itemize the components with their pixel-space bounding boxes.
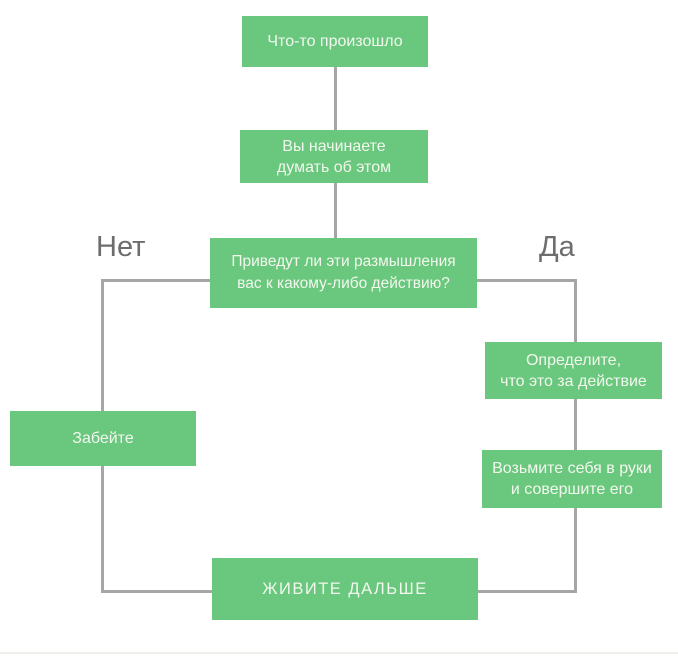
node-define-the-action: Определите, что это за действие [485,342,662,399]
connector-no-branch-to-forget [101,279,104,411]
connector-no-branch-to-live [101,590,212,593]
connector-act-to-bottom [574,508,577,592]
connector-forget-to-bottom [101,466,104,592]
connector-think-to-decision [334,183,337,238]
node-forget-it: Забейте [10,411,196,466]
connector-yes-branch-to-define [574,279,577,342]
node-something-happened: Что-то произошло [242,16,428,67]
node-pull-yourself-together: Возьмите себя в руки и совершите его [482,450,662,508]
connector-event-to-think [334,67,337,130]
connector-no-branch-top [101,279,213,282]
branch-label-no: Нет [96,231,146,263]
bottom-divider [0,652,678,654]
node-decision-will-thoughts-lead-to-action: Приведут ли эти размышления вас к какому… [210,238,477,308]
node-start-thinking: Вы начинаете думать об этом [240,130,428,183]
connector-define-to-act [574,399,577,450]
branch-label-yes: Да [539,231,575,263]
connector-yes-branch-top [477,279,577,282]
node-live-on: ЖИВИТЕ ДАЛЬШЕ [212,558,478,620]
connector-yes-branch-to-live [478,590,577,593]
